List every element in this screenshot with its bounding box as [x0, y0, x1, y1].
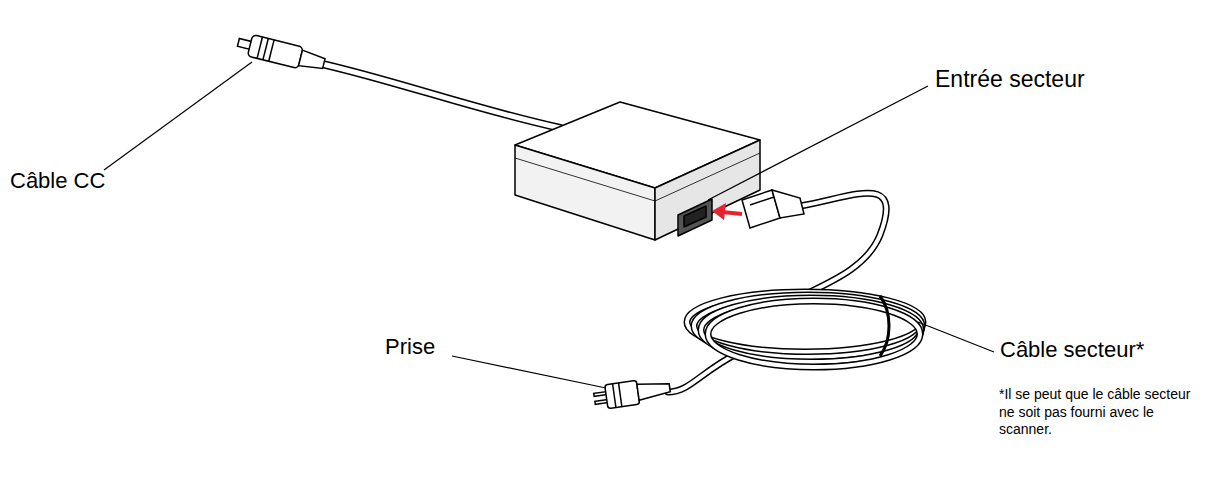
footnote: *Il se peut que le câble secteur ne soit…	[999, 386, 1203, 439]
cord-connector	[742, 190, 804, 228]
insert-arrow	[712, 203, 742, 220]
coil-tie	[880, 296, 889, 356]
dc-cable	[322, 64, 560, 128]
part-label: Câble secteur*	[1000, 337, 1144, 363]
dc-connector	[236, 32, 327, 75]
leader-lines	[104, 62, 994, 388]
cord-coil	[687, 292, 923, 367]
part-label: Entrée secteur	[935, 66, 1085, 94]
part-label: Câble CC	[10, 168, 105, 194]
adapter-box	[515, 102, 760, 240]
part-label: Prise	[385, 334, 435, 360]
ac-plug	[593, 376, 672, 410]
